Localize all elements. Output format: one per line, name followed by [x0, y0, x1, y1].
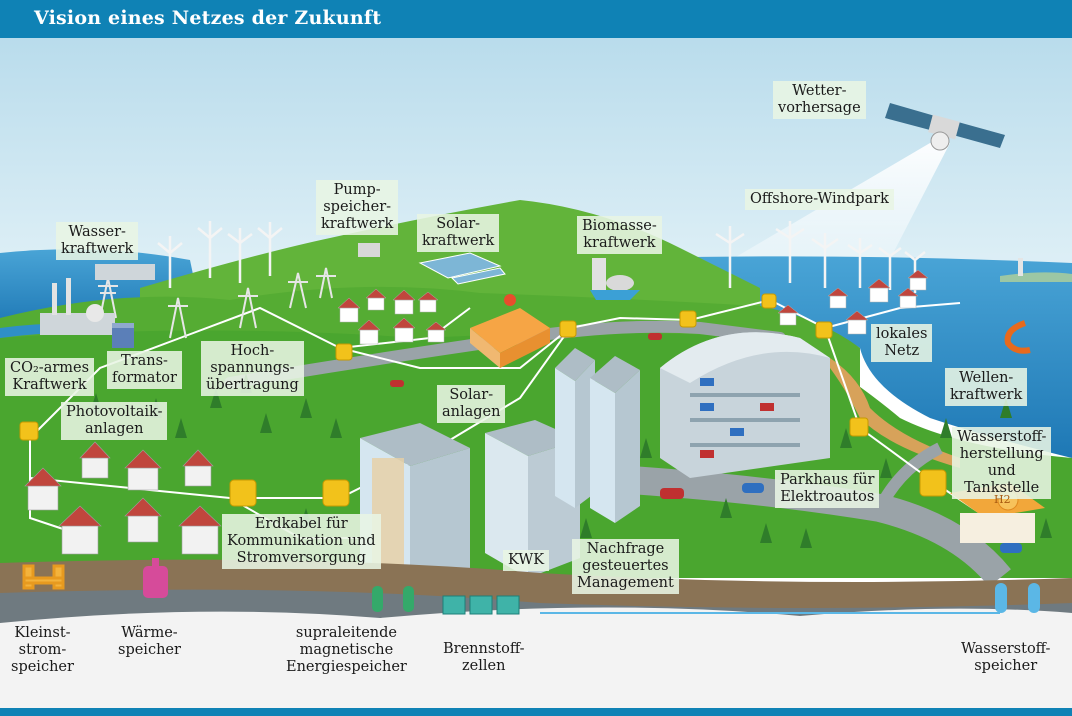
- pv-houses: [24, 441, 222, 555]
- label-wettervorhersage: Wetter- vorhersage: [773, 81, 866, 119]
- road-side: [874, 442, 943, 511]
- snow-ground: [0, 607, 1072, 708]
- label-offshore-windpark: Offshore-Windpark: [745, 189, 894, 210]
- label-solaranlagen: Solar- anlagen: [437, 385, 506, 423]
- label-hochspannungsuebertragung: Hoch- spannungs- übertragung: [201, 341, 304, 396]
- cars: [390, 333, 1022, 553]
- label-wellenkraftwerk: Wellen- kraftwerk: [945, 368, 1028, 406]
- label-co2-armes-kraftwerk: CO₂-armes Kraftwerk: [5, 358, 95, 396]
- biomass-plant: [590, 258, 640, 300]
- fuel-cells: [442, 595, 520, 615]
- coast-cliff: [830, 358, 960, 468]
- micro-storage: [22, 564, 65, 590]
- label-wasserstoffspeicher: Wasserstoff- speicher: [961, 641, 1051, 674]
- label-erdkabel: Erdkabel für Kommunikation und Stromvers…: [222, 514, 381, 569]
- heat-storage: [143, 558, 168, 598]
- hydrogen-storage: [995, 583, 1040, 613]
- tower-tall-1: [555, 348, 595, 508]
- satellite-icon: [885, 103, 1005, 151]
- label-brennstoffzellen: Brennstoff- zellen: [443, 641, 525, 674]
- wind-turbines-offshore: [715, 221, 926, 293]
- wave-power: [1004, 320, 1031, 354]
- label-kwk: KWK: [503, 550, 550, 571]
- underground-storage: [22, 558, 1040, 615]
- tower-tall-2: [590, 356, 640, 523]
- label-photovoltaikanlagen: Photovoltaik- anlagen: [61, 402, 168, 440]
- label-parkhaus: Parkhaus für Elektroautos: [775, 470, 880, 508]
- solar-field: [418, 252, 506, 285]
- houses-hill: [337, 288, 447, 345]
- wind-turbines-land: [157, 221, 283, 288]
- energy-grid-illustration: [0, 38, 1072, 708]
- label-nachfrage-management: Nachfrage gesteuertes Management: [572, 539, 679, 594]
- houses-right: [777, 269, 929, 335]
- label-biomassekraftwerk: Biomasse- kraftwerk: [577, 216, 662, 254]
- label-solarkraftwerk: Solar- kraftwerk: [417, 214, 500, 252]
- transformer: [112, 323, 134, 348]
- header-bar: Vision eines Netzes der Zukunft: [0, 0, 1072, 38]
- label-waermespeicher: Wärme- speicher: [118, 625, 181, 658]
- page-title: Vision eines Netzes der Zukunft: [34, 7, 382, 29]
- footer-bar: [0, 708, 1072, 716]
- label-supraleitende-energiespeicher: supraleitende magnetische Energiespeiche…: [286, 625, 407, 675]
- grid-node-icons: [19, 293, 947, 507]
- orange-building: [470, 294, 550, 368]
- label-wasserkraftwerk: Wasser- kraftwerk: [56, 222, 139, 260]
- parking-garage: [660, 332, 830, 478]
- label-lokales-netz: lokales Netz: [871, 324, 933, 362]
- pump-storage-plant: [358, 243, 380, 257]
- smes-storage: [372, 586, 414, 612]
- label-kleinststromspeicher: Kleinst- strom- speicher: [11, 625, 74, 675]
- water-dam: [95, 264, 155, 280]
- sea-right: [640, 256, 1072, 458]
- label-pumpspeicherkraftwerk: Pump- speicher- kraftwerk: [316, 180, 399, 235]
- h2-sign: H2: [994, 493, 1011, 506]
- label-wasserstoffherstellung: Wasserstoff- herstellung und Tankstelle: [952, 427, 1052, 499]
- co2-power-plant: [40, 278, 115, 335]
- label-transformator: Trans- formator: [107, 351, 182, 389]
